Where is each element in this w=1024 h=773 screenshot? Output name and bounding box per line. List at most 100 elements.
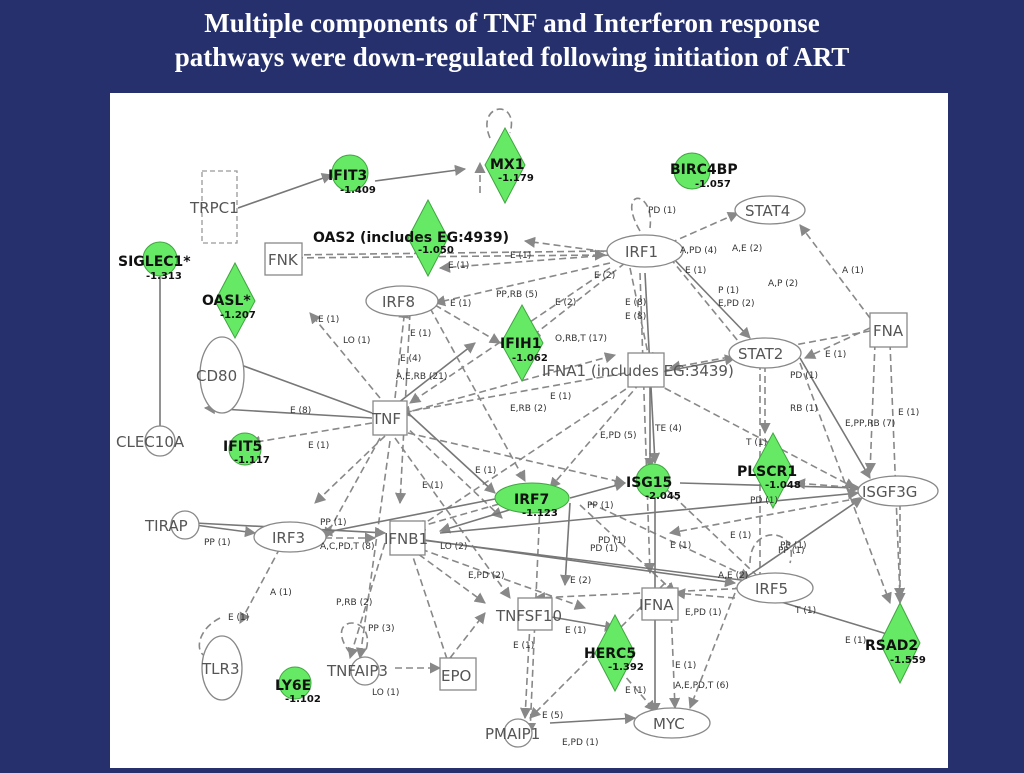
edge-label: E (1) bbox=[898, 408, 919, 418]
edge bbox=[320, 497, 501, 537]
edge bbox=[248, 422, 373, 447]
node-stat4[interactable]: STAT4 bbox=[734, 195, 806, 225]
node-oas2[interactable]: OAS2 (includes EG:4939) -1.050 bbox=[313, 198, 509, 278]
edge-label: PP (3) bbox=[368, 624, 394, 634]
edge-label: E (1) bbox=[670, 541, 691, 551]
node-trpc1[interactable]: TRPC1 bbox=[189, 170, 239, 244]
node-cd80-label: CD80 bbox=[196, 367, 237, 385]
edge bbox=[669, 211, 740, 244]
edge-label: E (8) bbox=[625, 298, 646, 308]
node-herc5[interactable]: HERC5 -1.392 bbox=[584, 613, 644, 693]
node-rsad2-label: RSAD2 bbox=[865, 638, 918, 654]
edge-label: P,RB (2) bbox=[336, 598, 372, 608]
node-trpc1-label: TRPC1 bbox=[189, 199, 239, 217]
node-ifnb1[interactable]: IFNB1 bbox=[384, 520, 428, 556]
edge-label: E (1) bbox=[730, 531, 751, 541]
edge bbox=[629, 267, 654, 365]
node-tnfaip3[interactable]: TNFAIP3 bbox=[326, 656, 388, 686]
node-myc[interactable]: MYC bbox=[633, 707, 711, 739]
node-rsad2[interactable]: RSAD2 -1.559 bbox=[865, 601, 926, 685]
edge-label: E (1) bbox=[685, 266, 706, 276]
node-siglec1[interactable]: SIGLEC1* -1.313 bbox=[118, 241, 191, 282]
node-tlr3[interactable]: TLR3 bbox=[201, 635, 243, 701]
edge bbox=[394, 312, 411, 505]
edge bbox=[401, 422, 503, 519]
edge bbox=[407, 432, 627, 487]
edge bbox=[355, 440, 391, 660]
node-irf7[interactable]: IRF7 -1.123 bbox=[494, 482, 570, 519]
node-irf1[interactable]: IRF1 bbox=[606, 234, 684, 268]
edge-label: E (5) bbox=[542, 711, 563, 721]
node-irf5[interactable]: IRF5 bbox=[736, 572, 814, 604]
node-plscr1-value: -1.048 bbox=[765, 480, 801, 491]
edge bbox=[589, 502, 752, 579]
edge-label: A,E,RB (21) bbox=[396, 372, 447, 382]
edge-label: E (1) bbox=[510, 251, 531, 261]
edge-label: PD (1) bbox=[590, 544, 618, 554]
edge-label: E (1) bbox=[550, 392, 571, 402]
edge-label: A,C,PD,T (8) bbox=[320, 542, 375, 552]
edge bbox=[404, 352, 617, 414]
edge-label: E (1) bbox=[475, 466, 496, 476]
edge bbox=[394, 306, 410, 399]
edge-label: A (1) bbox=[842, 266, 864, 276]
edge-label: T (1) bbox=[794, 606, 816, 616]
edge-label: E (1) bbox=[228, 613, 249, 623]
node-clec10a[interactable]: CLEC10A bbox=[116, 425, 185, 457]
node-epo[interactable]: EPO bbox=[439, 657, 477, 691]
node-ifna-includes-label: IFNA1 (includes EG:3439) bbox=[542, 362, 734, 380]
node-ifit5[interactable]: IFIT5 -1.117 bbox=[223, 432, 270, 466]
node-irf5-label: IRF5 bbox=[755, 580, 788, 598]
node-ly6e[interactable]: LY6E -1.102 bbox=[275, 666, 321, 705]
node-irf8[interactable]: IRF8 bbox=[365, 285, 439, 317]
node-ifna-lower[interactable]: IFNA bbox=[639, 587, 679, 621]
node-mx1[interactable]: MX1 -1.179 bbox=[484, 126, 534, 205]
edge-label: E,PD (1) bbox=[562, 738, 599, 748]
node-ifih1[interactable]: IFIH1 -1.062 bbox=[500, 303, 548, 383]
node-birc4bp-label: BIRC4BP bbox=[670, 162, 738, 178]
slide-title-line-2: pathways were down-regulated following i… bbox=[174, 42, 850, 72]
node-irf3[interactable]: IRF3 bbox=[253, 521, 327, 553]
node-ifit3[interactable]: IFIT3 -1.409 bbox=[328, 154, 376, 196]
node-irf7-value: -1.123 bbox=[522, 508, 558, 519]
node-tnf[interactable]: TNF bbox=[371, 400, 408, 436]
edge-label: PD (1) bbox=[750, 496, 778, 506]
node-plscr1[interactable]: PLSCR1 -1.048 bbox=[737, 431, 801, 510]
node-isgf3g[interactable]: ISGF3G bbox=[857, 475, 939, 507]
node-isg15[interactable]: ISG15 -2.045 bbox=[626, 463, 681, 502]
edge-label: E (1) bbox=[565, 626, 586, 636]
edge bbox=[664, 487, 771, 589]
edge bbox=[749, 534, 793, 564]
node-pmaip1-label: PMAIP1 bbox=[485, 725, 540, 743]
node-fna-right[interactable]: FNA bbox=[869, 312, 908, 348]
edge-label: O,RB,T (17) bbox=[555, 334, 607, 344]
node-stat2[interactable]: STAT2 bbox=[728, 337, 802, 369]
node-ifna-includes[interactable]: IFNA1 (includes EG:3439) bbox=[542, 352, 734, 388]
node-oasl[interactable]: OASL* -1.207 bbox=[202, 261, 256, 340]
edge-label: E (1) bbox=[450, 299, 471, 309]
node-ifit5-label: IFIT5 bbox=[223, 439, 262, 455]
node-stat2-label: STAT2 bbox=[738, 345, 783, 363]
edge-label: E (2) bbox=[594, 271, 615, 281]
node-tnfsf10[interactable]: TNFSF10 bbox=[495, 597, 562, 631]
node-oasl-label: OASL* bbox=[202, 293, 251, 309]
node-ly6e-label: LY6E bbox=[275, 678, 311, 694]
node-epo-label: EPO bbox=[441, 667, 471, 685]
edge bbox=[569, 480, 627, 499]
node-fnk[interactable]: FNK bbox=[264, 242, 303, 276]
node-tirap[interactable]: TIRAP bbox=[144, 510, 200, 540]
node-pmaip1[interactable]: PMAIP1 bbox=[485, 718, 540, 748]
node-myc-label: MYC bbox=[653, 715, 685, 733]
edge-label: PP (1) bbox=[204, 538, 230, 548]
edge-label: E,PD (5) bbox=[600, 431, 637, 441]
edge-label: A,P (2) bbox=[768, 279, 798, 289]
edge bbox=[398, 372, 626, 417]
node-birc4bp[interactable]: BIRC4BP -1.057 bbox=[670, 152, 738, 190]
edge bbox=[324, 437, 381, 539]
edge bbox=[404, 537, 767, 588]
edge bbox=[347, 542, 386, 660]
node-cd80[interactable]: CD80 bbox=[196, 336, 245, 414]
edge-label: LO (1) bbox=[343, 336, 370, 346]
edge bbox=[314, 435, 386, 504]
node-herc5-value: -1.392 bbox=[608, 662, 644, 673]
